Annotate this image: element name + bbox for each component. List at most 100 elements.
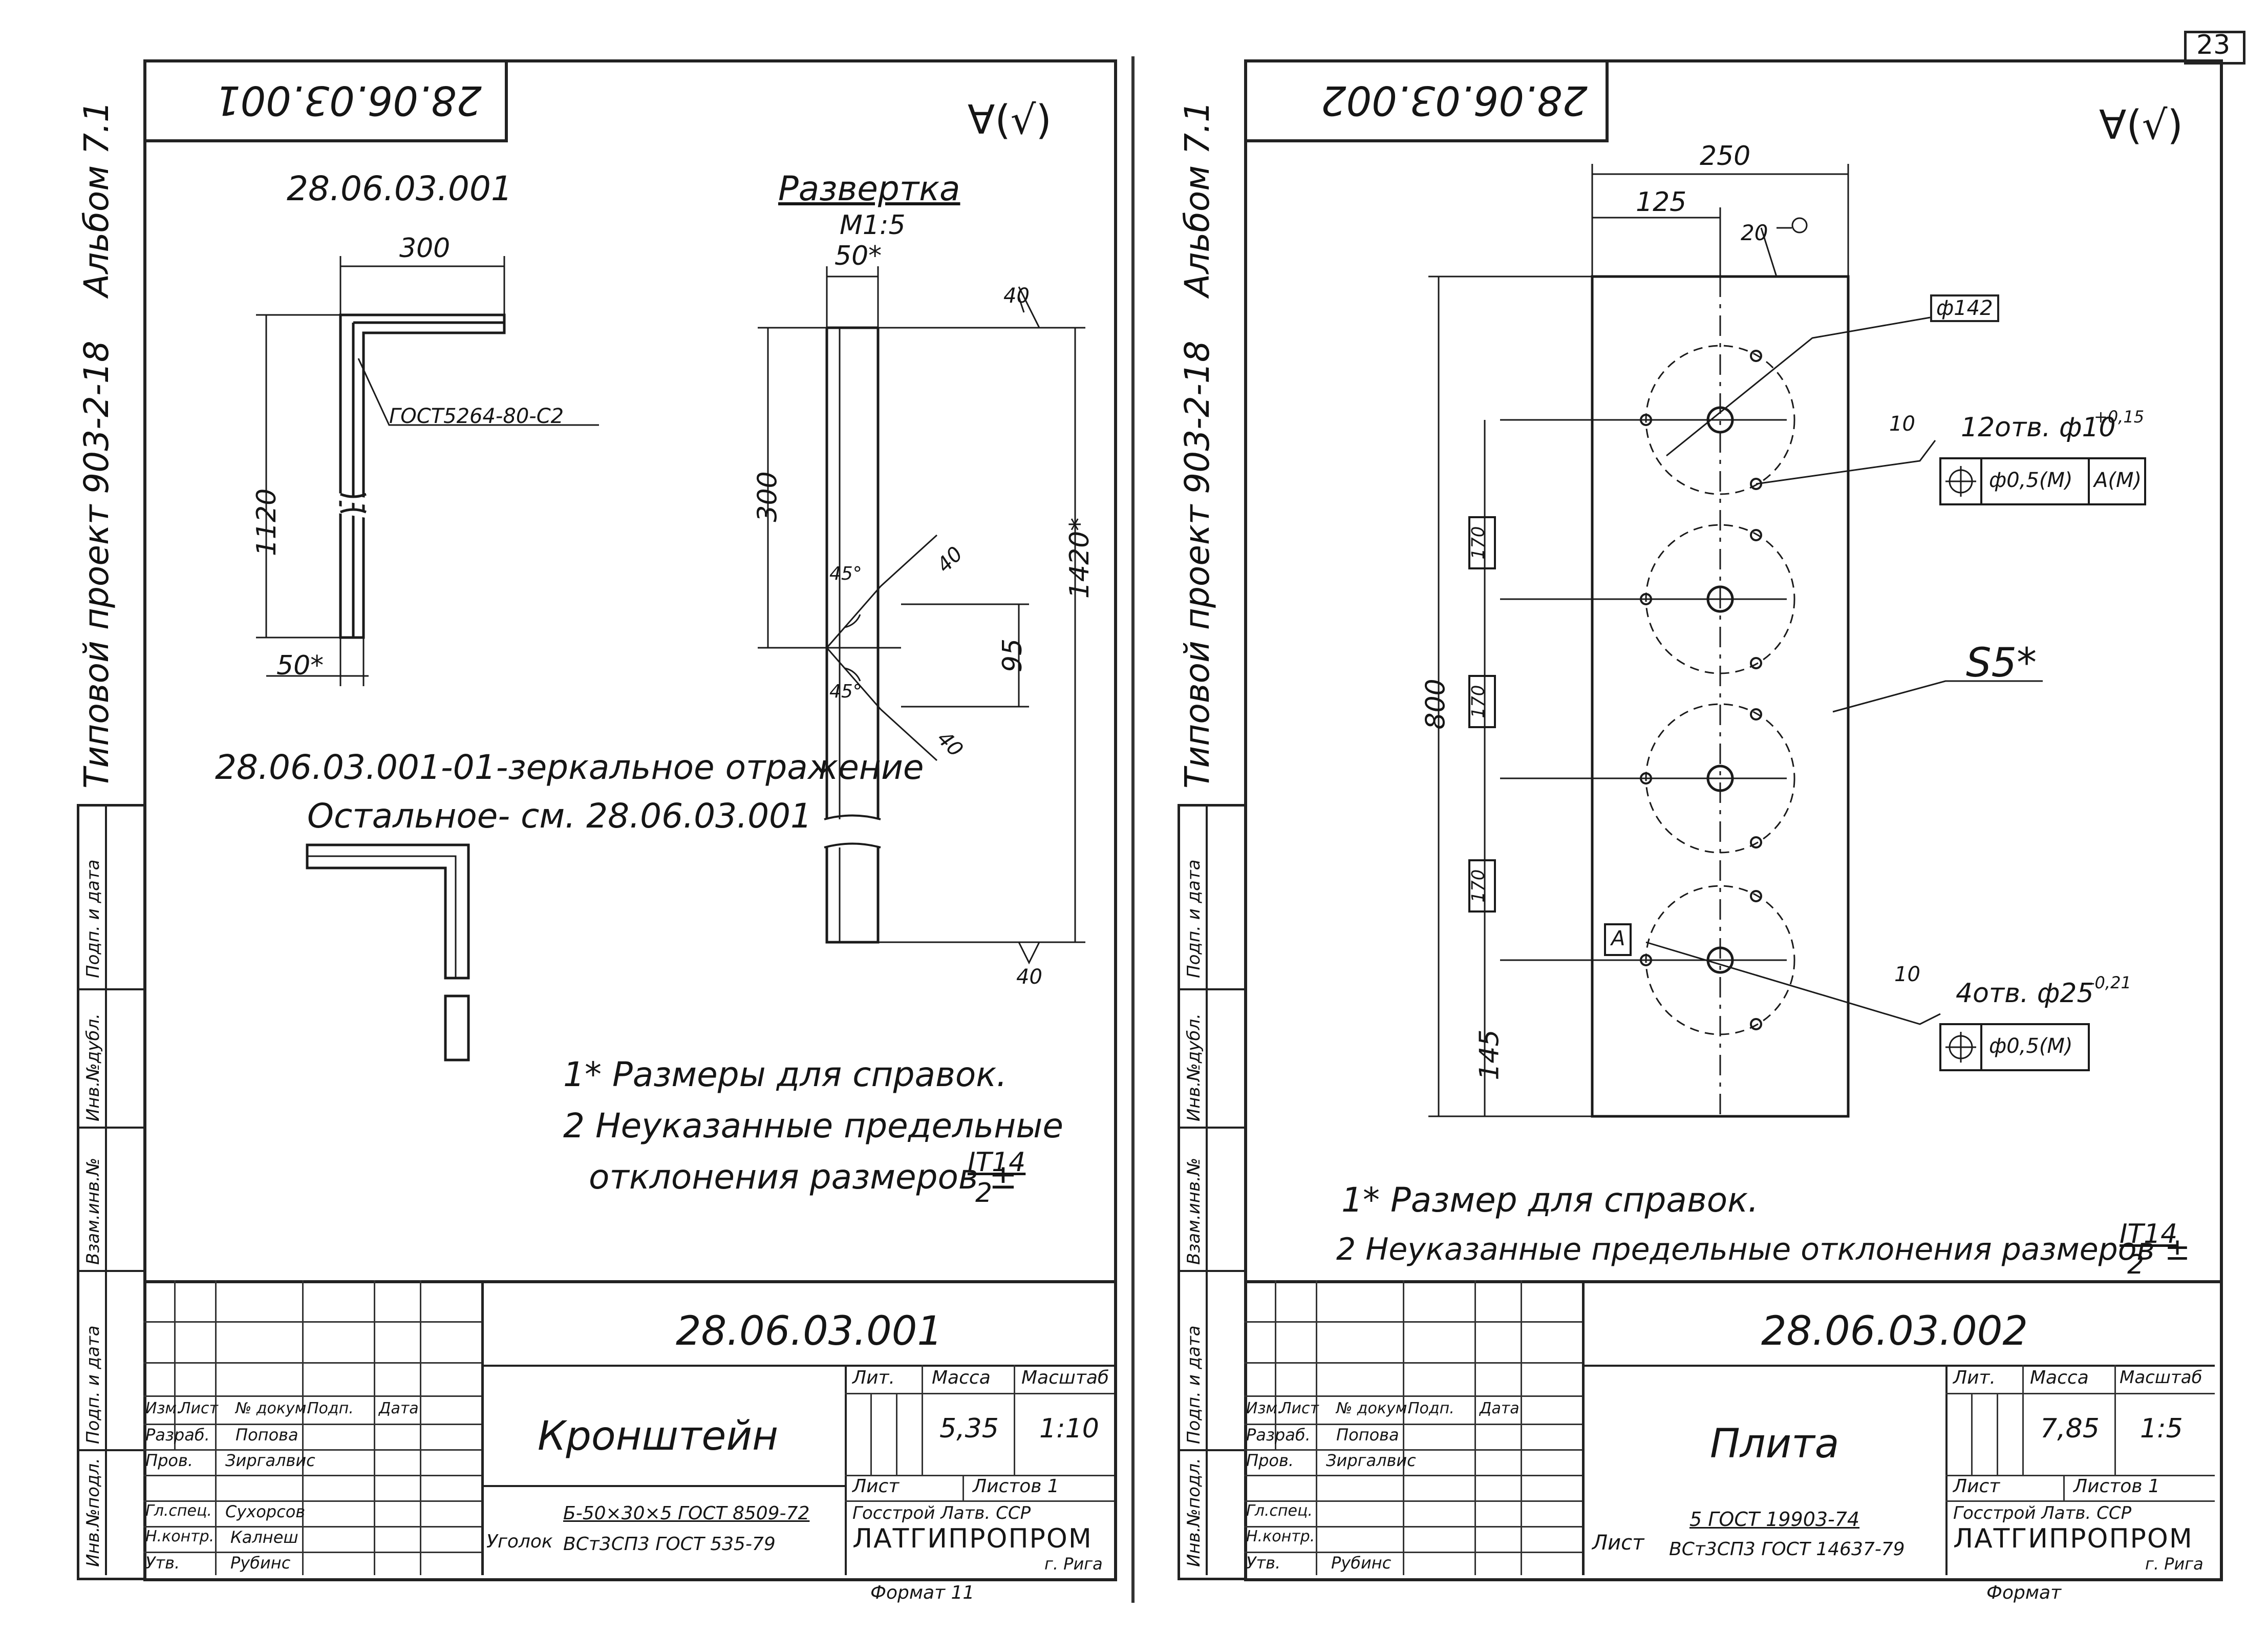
right-side-row-line: [1178, 1270, 1244, 1272]
dev-strip-outer: [825, 326, 880, 819]
right-dim-170a: 170: [1468, 526, 1489, 560]
mirror-note-2: Остальное- см. 28.06.03.001: [307, 796, 812, 836]
gost-leader: [357, 358, 599, 426]
dim-20-circle: [1791, 217, 1808, 234]
left-stamp-material-2: ВСт3СП3 ГОСТ 535-79: [563, 1534, 776, 1555]
dia-142-leader: [1666, 316, 1931, 457]
dim-1120-line: [256, 314, 340, 639]
right-side-row-line: [1178, 988, 1244, 990]
tol-frame-1-box: [1939, 457, 2146, 505]
dev-40-bottom-mark: [1018, 942, 1040, 965]
right-dim-800: 800: [1420, 678, 1451, 730]
datum-a-box: [1604, 923, 1632, 956]
dev-strip-lower: [825, 847, 880, 944]
dev-dim-40-bottom: 40: [1016, 965, 1042, 989]
left-stamp-scale-val: 1:10: [1039, 1413, 1099, 1444]
left-note-frac-den: 2: [975, 1178, 993, 1208]
right-stamp-scale: Масштаб: [2120, 1367, 2202, 1388]
right-dim-250: 250: [1700, 141, 1751, 172]
right-stamp-h-doc: № докум.: [1336, 1399, 1412, 1417]
dev-break: [824, 814, 881, 849]
right-note-1: 1* Размер для справок.: [1341, 1180, 1759, 1220]
left-stamp-h-date: Дата: [379, 1399, 419, 1417]
tol-frame-symbol-cross: [1945, 466, 1976, 1063]
left-stamp-frame: [143, 1280, 1117, 1581]
left-stamp-name: Кронштейн: [538, 1413, 779, 1459]
left-side-row-line: [77, 1449, 143, 1451]
dim-250-line: [1591, 164, 1849, 277]
dim-50-line: [266, 638, 369, 686]
right-stamp-r5-role: Н.контр.: [1246, 1528, 1315, 1545]
left-side-row-line: [77, 1270, 143, 1272]
mirror-note-1: 28.06.03.001-01-зеркальное отражение: [215, 748, 924, 787]
right-note-2: 2 Неуказанные предельные отклонения разм…: [1336, 1232, 2191, 1267]
right-stamp-r2-name: Зиргалвис: [1326, 1451, 1416, 1470]
sheet-separator: [1131, 56, 1135, 1603]
left-stamp-h-sign: Подп.: [307, 1399, 354, 1417]
right-stamp-h-list: Лист: [1280, 1399, 1319, 1417]
left-gost-weld: ГОСТ5264-80-С2: [389, 405, 564, 428]
left-stamp-mass: Масса: [932, 1367, 991, 1388]
dev-angle-45b: 45°: [829, 681, 862, 702]
left-stamp-r6-name: Рубинс: [230, 1553, 291, 1573]
dev-45-arc-a: [844, 614, 861, 628]
dev-dim-40-top: 40: [1003, 284, 1030, 308]
small-holes: [1640, 350, 1762, 1030]
left-note-frac-num: IT14: [968, 1147, 1026, 1178]
bolt-circle-2: [1645, 524, 1795, 674]
left-stamp-h-list: Лист: [179, 1399, 219, 1417]
left-note-2b: отклонения размеров ±: [589, 1157, 1018, 1197]
dim-20-mark: [1760, 227, 1792, 277]
right-stamp-r2-role: Пров.: [1246, 1451, 1294, 1470]
right-stamp-r1-role: Разраб.: [1246, 1425, 1311, 1445]
left-stamp-code: 28.06.03.001: [676, 1308, 943, 1354]
center-hole-2: [1706, 585, 1734, 613]
right-stamp-material-2: ВСт3СП3 ГОСТ 14637-79: [1669, 1539, 1905, 1560]
right-stamp-sheets: Листов 1: [2073, 1476, 2160, 1497]
right-dim-125: 125: [1636, 187, 1687, 218]
left-stamp-lit: Лит.: [852, 1367, 895, 1388]
right-tol-frame-1: ф0,5(М): [1989, 469, 2073, 492]
dev-40-top-mark: [1018, 286, 1040, 328]
left-stamp-name-divider: [845, 1365, 847, 1575]
right-stamp-grid: [1244, 1280, 1585, 1575]
bolt-circle-4: [1645, 885, 1795, 1035]
right-stamp-org-3: г. Рига: [2145, 1554, 2203, 1574]
right-side-strip-divider: [1206, 804, 1208, 1575]
right-holes-4-tol: -0,21: [2089, 973, 2131, 992]
right-note-frac-num: IT14: [2120, 1219, 2178, 1249]
right-stamp-h-date: Дата: [1480, 1399, 1520, 1417]
left-stamp-r4-name: Сухорсов: [225, 1502, 306, 1521]
left-stamp-scale: Масштаб: [1021, 1367, 1109, 1388]
right-stamp-scale-val: 1:5: [2140, 1413, 2183, 1444]
right-dim-145: 145: [1474, 1029, 1505, 1080]
left-part-label: 28.06.03.001: [287, 169, 512, 208]
right-thickness: S5*: [1966, 640, 2037, 686]
right-stamp-r6-role: Утв.: [1246, 1553, 1281, 1573]
right-stamp-name-divider: [1945, 1365, 1948, 1575]
dev-vnotch: [826, 534, 938, 761]
left-dim-300: 300: [399, 233, 451, 264]
right-stamp-org-2: ЛАТГИПРОПРОМ: [1953, 1523, 2193, 1554]
page-number: 23: [2196, 30, 2231, 60]
left-stamp-org-1: Госстрой Латв. ССР: [852, 1503, 1031, 1523]
right-dim-170b: 170: [1468, 685, 1489, 718]
right-stamp-format: Формат: [1986, 1582, 2062, 1603]
left-stamp-h-doc: № докум.: [236, 1399, 311, 1417]
left-corner-code-box: [146, 62, 508, 142]
right-stamp-org-1: Госстрой Латв. ССР: [1953, 1503, 2132, 1523]
right-stamp-h-izm: Изм.: [1246, 1399, 1282, 1417]
right-stamp-material-label: Лист: [1592, 1531, 1644, 1555]
dev-dim-50: [826, 266, 879, 328]
center-hole-1: [1706, 406, 1734, 434]
s5-leader: [1832, 680, 2043, 713]
razvertka-scale: М1:5: [840, 210, 906, 241]
right-holes-12-tol: +0,15: [2094, 407, 2145, 427]
left-stamp-r2-role: Пров.: [145, 1451, 193, 1470]
right-dim-10a: 10: [1889, 412, 1915, 436]
holes-4-leader: [1645, 941, 1941, 1025]
left-stamp-code-line: [481, 1365, 1114, 1367]
left-dim-50: 50*: [276, 650, 324, 681]
plate-side-line: [1428, 275, 1592, 1117]
right-stamp-frame: [1244, 1280, 2223, 1581]
